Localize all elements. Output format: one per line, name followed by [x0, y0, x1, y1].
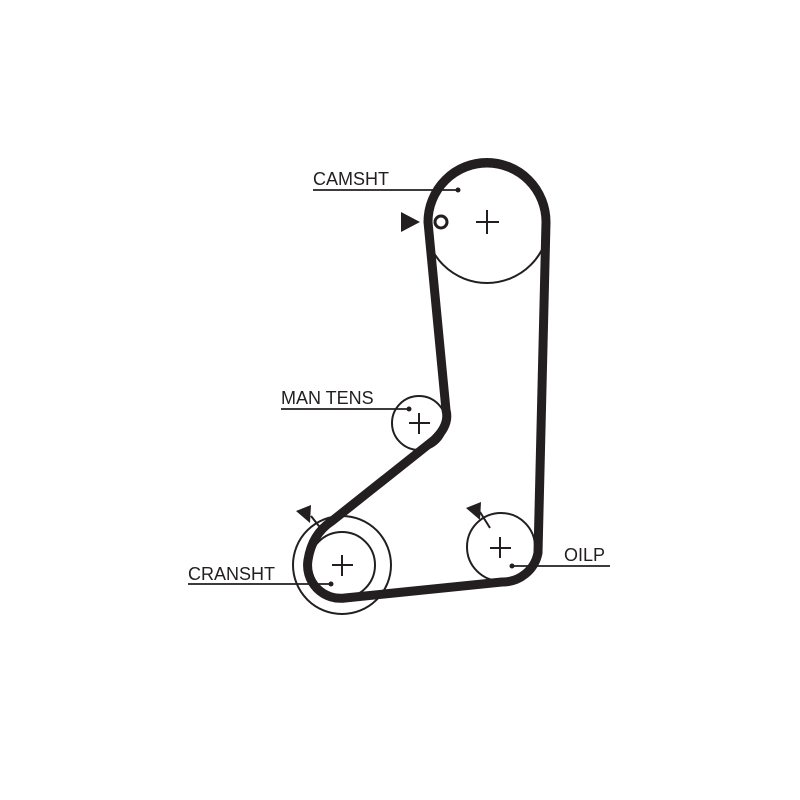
tensioner-label: MAN TENS: [281, 388, 374, 408]
camshaft-timing-arrow-icon: [401, 212, 420, 232]
crankshaft-timing-arrow-icon: [296, 505, 311, 523]
oil-pump-label: OILP: [564, 545, 605, 565]
camshaft-callout: CAMSHT: [313, 169, 461, 193]
oil-pump-callout: OILP: [509, 545, 610, 569]
tensioner-callout: MAN TENS: [281, 388, 412, 412]
crankshaft-label: CRANSHT: [188, 564, 275, 584]
crankshaft-callout: CRANSHT: [188, 564, 334, 587]
camshaft-timing-mark-icon: [433, 214, 449, 230]
oil-pump-timing-pointer: [479, 511, 491, 529]
camshaft-label: CAMSHT: [313, 169, 389, 189]
crankshaft-timing-pointer: [310, 515, 323, 531]
timing-belt: [303, 158, 551, 603]
oil-pump-timing-arrow-icon: [466, 502, 481, 520]
